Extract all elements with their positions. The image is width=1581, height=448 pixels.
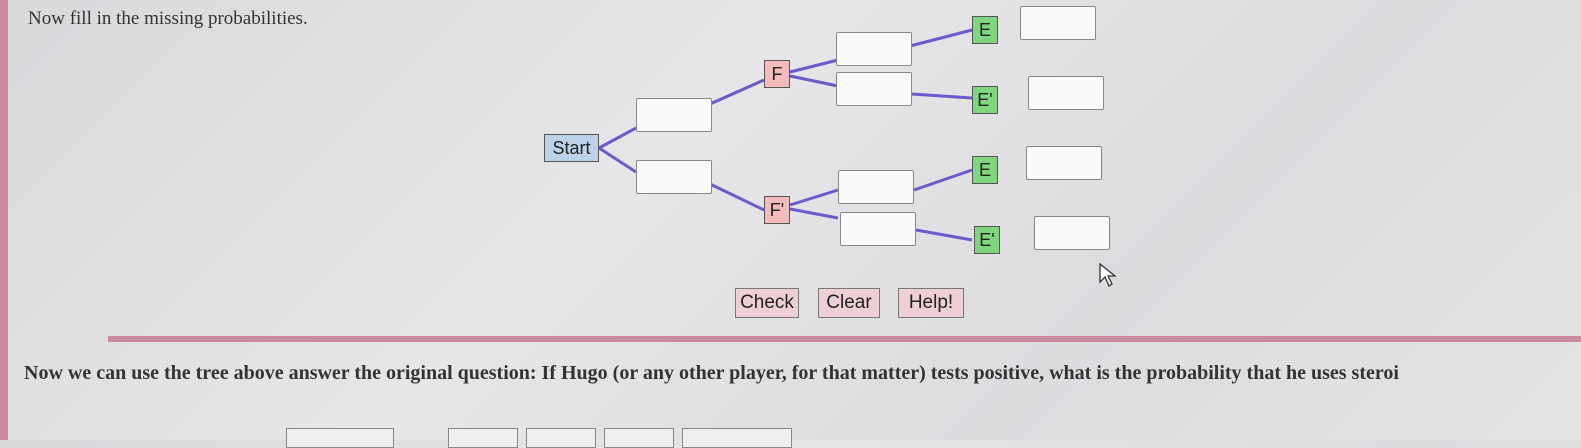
node-e-1: E <box>972 16 998 44</box>
start-node: Start <box>544 134 599 162</box>
answer-input[interactable] <box>286 428 394 448</box>
clear-button[interactable]: Clear <box>818 288 880 318</box>
question-text: Now we can use the tree above answer the… <box>24 362 1399 384</box>
bottom-button-4[interactable] <box>682 428 792 448</box>
mouse-cursor-icon <box>1099 262 1117 287</box>
left-accent-bar <box>0 0 8 440</box>
joint-prob-input-1[interactable] <box>1020 6 1096 40</box>
section-divider <box>108 336 1581 342</box>
bottom-button-3[interactable] <box>604 428 674 448</box>
bottom-button-2[interactable] <box>526 428 596 448</box>
node-e-prime-1: E' <box>972 86 998 114</box>
prob-input-e-prime-given-f[interactable] <box>836 72 912 106</box>
prob-input-e-given-f-prime[interactable] <box>838 170 914 204</box>
joint-prob-input-2[interactable] <box>1028 76 1104 110</box>
help-button[interactable]: Help! <box>898 288 964 318</box>
instruction-text: Now fill in the missing probabilities. <box>28 8 308 29</box>
node-f-prime: F' <box>764 196 790 224</box>
node-e-prime-2: E' <box>974 226 1000 254</box>
node-f: F <box>764 60 790 88</box>
joint-prob-input-4[interactable] <box>1034 216 1110 250</box>
prob-input-f-prime[interactable] <box>636 160 712 194</box>
check-button[interactable]: Check <box>735 288 799 318</box>
prob-input-e-prime-given-f-prime[interactable] <box>840 212 916 246</box>
bottom-button-1[interactable] <box>448 428 518 448</box>
prob-input-f[interactable] <box>636 98 712 132</box>
joint-prob-input-3[interactable] <box>1026 146 1102 180</box>
node-e-2: E <box>972 156 998 184</box>
prob-input-e-given-f[interactable] <box>836 32 912 66</box>
